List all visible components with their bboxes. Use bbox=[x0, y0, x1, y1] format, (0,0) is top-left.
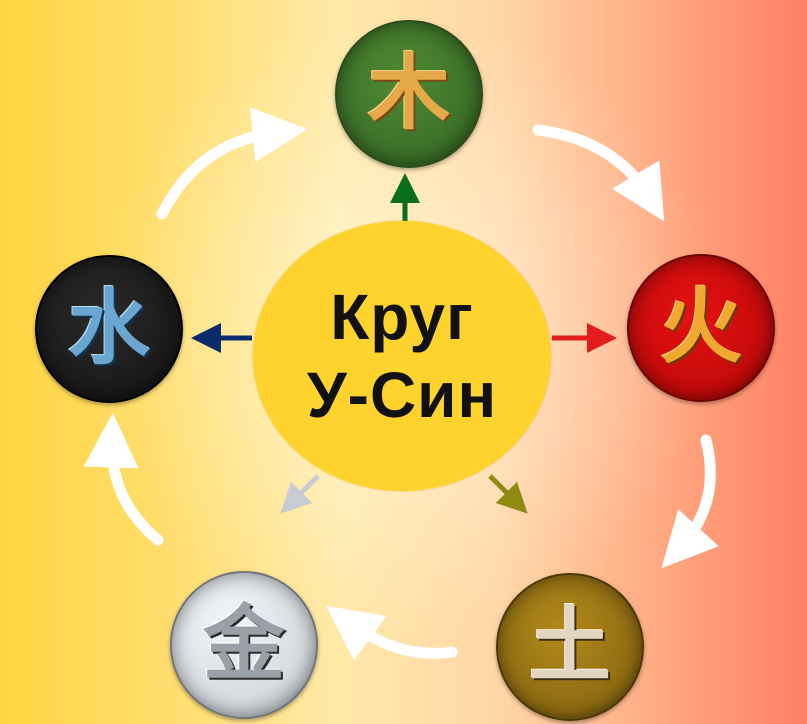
metal-character-icon: 金 bbox=[202, 597, 285, 692]
cycle-arrow-wood-fire bbox=[532, 124, 665, 222]
fire-element-circle: 火 bbox=[627, 254, 775, 402]
center-title-circle: Круг У-Син bbox=[253, 221, 551, 491]
title-line-2: У-Син bbox=[306, 359, 498, 431]
arrow-to-metal bbox=[280, 474, 320, 514]
title-line-1: Круг bbox=[330, 281, 474, 353]
metal-element-circle: 金 bbox=[170, 571, 318, 719]
earth-character-icon: 土 bbox=[528, 599, 611, 694]
center-arrows bbox=[191, 173, 617, 514]
fire-character-icon: 火 bbox=[659, 280, 742, 375]
water-element-circle: 水 bbox=[35, 255, 183, 403]
cycle-arrow-fire-earth bbox=[661, 434, 719, 569]
cycle-arrow-metal-water bbox=[83, 412, 164, 546]
cycle-arrow-earth-metal bbox=[325, 605, 458, 661]
water-character-icon: 水 bbox=[67, 281, 150, 376]
cycle-arrow-water-wood bbox=[156, 107, 308, 220]
arrow-to-earth bbox=[488, 474, 528, 514]
generating-cycle-arrows bbox=[83, 107, 719, 661]
earth-element-circle: 土 bbox=[496, 573, 644, 721]
wood-character-icon: 木 bbox=[367, 46, 450, 141]
wood-element-circle: 木 bbox=[335, 20, 483, 168]
